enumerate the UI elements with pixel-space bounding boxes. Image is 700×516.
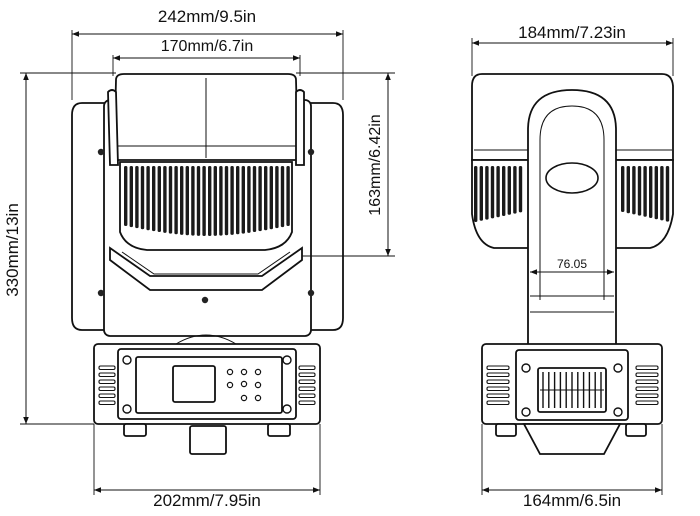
side-view bbox=[471, 38, 674, 495]
front-head bbox=[107, 73, 305, 291]
side-dimensions bbox=[471, 38, 674, 495]
front-heatsink-fins bbox=[124, 166, 290, 236]
label-side-width-top: 184mm/7.23in bbox=[518, 23, 626, 42]
label-front-width-base: 202mm/7.95in bbox=[153, 491, 261, 510]
side-arm bbox=[527, 89, 617, 351]
side-heatsink-fins-left bbox=[474, 166, 523, 222]
front-dimensions bbox=[20, 30, 395, 495]
label-side-width-base: 164mm/6.5in bbox=[523, 491, 621, 510]
label-side-arm-width: 76.05 bbox=[557, 257, 587, 271]
front-view bbox=[20, 30, 395, 495]
label-front-height-total: 330mm/13in bbox=[3, 203, 22, 297]
label-front-width-head: 170mm/6.7in bbox=[161, 38, 254, 55]
side-heatsink-fins-right bbox=[621, 166, 670, 222]
front-base bbox=[93, 334, 321, 455]
label-front-height-head: 163mm/6.42in bbox=[367, 114, 384, 215]
side-base bbox=[481, 343, 663, 455]
label-front-width-top: 242mm/9.5in bbox=[158, 7, 256, 26]
